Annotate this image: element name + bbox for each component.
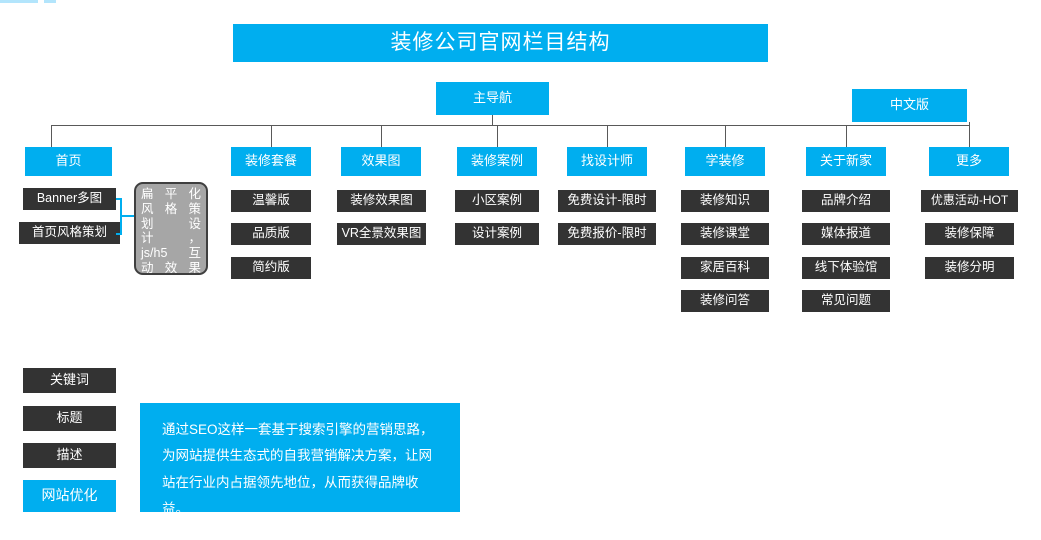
leaf-learn-knowledge[interactable]: 装修知识 [681,190,769,212]
bracket-stem [120,215,134,217]
note-flat-design: 扁平化 风格策 划 设 计 ， js/h5 互 动效果 [134,182,208,275]
leaf-free-quote[interactable]: 免费报价-限时 [558,223,656,245]
leaf-more-guarantee[interactable]: 装修保障 [925,223,1014,245]
seo-item-keywords[interactable]: 关键词 [23,368,116,393]
connector-drop-col6 [725,125,726,147]
leaf-home-style-plan[interactable]: 首页风格策划 [19,222,120,244]
leaf-learn-class[interactable]: 装修课堂 [681,223,769,245]
leaf-packages-warm[interactable]: 温馨版 [231,190,311,212]
top-decor-strip-1 [0,0,38,3]
column-head-learn[interactable]: 学装修 [685,147,765,176]
seo-item-description[interactable]: 描述 [23,443,116,468]
note-line-6: 动效果 [141,260,201,275]
leaf-about-media[interactable]: 媒体报道 [802,223,890,245]
connector-drop-col2 [271,125,272,147]
note-line-5: js/h5 互 [141,246,201,260]
connector-drop-col7 [846,125,847,147]
leaf-free-design[interactable]: 免费设计-限时 [558,190,656,212]
main-nav-node[interactable]: 主导航 [436,82,549,115]
leaf-learn-encyclopedia[interactable]: 家居百科 [681,257,769,279]
leaf-cases-community[interactable]: 小区案例 [455,190,539,212]
note-line-2: 风格策 [141,201,201,216]
leaf-more-promotion-hot[interactable]: 优惠活动-HOT [921,190,1018,212]
top-decor-strip-2 [44,0,56,3]
bracket-arm-bottom [116,233,122,235]
connector-drop-col3 [381,125,382,147]
connector-drop-col4 [497,125,498,147]
leaf-renderings-deco[interactable]: 装修效果图 [337,190,426,212]
leaf-more-transparent[interactable]: 装修分明 [925,257,1014,279]
leaf-renderings-vr[interactable]: VR全景效果图 [337,223,426,245]
bracket-arm-top [116,198,122,200]
column-head-cases[interactable]: 装修案例 [457,147,537,176]
leaf-home-banner[interactable]: Banner多图 [23,188,116,210]
column-head-about[interactable]: 关于新家 [806,147,886,176]
column-head-home[interactable]: 首页 [25,147,112,176]
seo-description-panel: 通过SEO这样一套基于搜索引擎的营销思路，为网站提供生态式的自我营销解决方案，让… [140,403,460,516]
leaf-packages-simple[interactable]: 简约版 [231,257,311,279]
connector-mainnav-drop [492,115,493,126]
seo-item-site-optimization[interactable]: 网站优化 [23,480,116,512]
leaf-learn-qa[interactable]: 装修问答 [681,290,769,312]
leaf-packages-quality[interactable]: 品质版 [231,223,311,245]
note-line-3: 划 设 [141,216,201,231]
connector-bus [51,125,970,126]
page-title: 装修公司官网栏目结构 [233,24,768,62]
leaf-about-brand[interactable]: 品牌介绍 [802,190,890,212]
leaf-about-faq[interactable]: 常见问题 [802,290,890,312]
connector-language-drop [969,122,970,147]
column-head-more[interactable]: 更多 [929,147,1009,176]
seo-item-title[interactable]: 标题 [23,406,116,431]
note-line-4: 计 ， [141,231,201,246]
column-head-find-designer[interactable]: 找设计师 [567,147,647,176]
column-head-renderings[interactable]: 效果图 [341,147,421,176]
language-version-node[interactable]: 中文版 [852,89,967,122]
connector-drop-col5 [607,125,608,147]
seo-description-text: 通过SEO这样一套基于搜索引擎的营销思路，为网站提供生态式的自我营销解决方案，让… [162,422,434,516]
connector-drop-col1 [51,125,52,147]
column-head-packages[interactable]: 装修套餐 [231,147,311,176]
note-line-1: 扁平化 [141,187,201,201]
leaf-cases-design[interactable]: 设计案例 [455,223,539,245]
leaf-about-offline-store[interactable]: 线下体验馆 [802,257,890,279]
